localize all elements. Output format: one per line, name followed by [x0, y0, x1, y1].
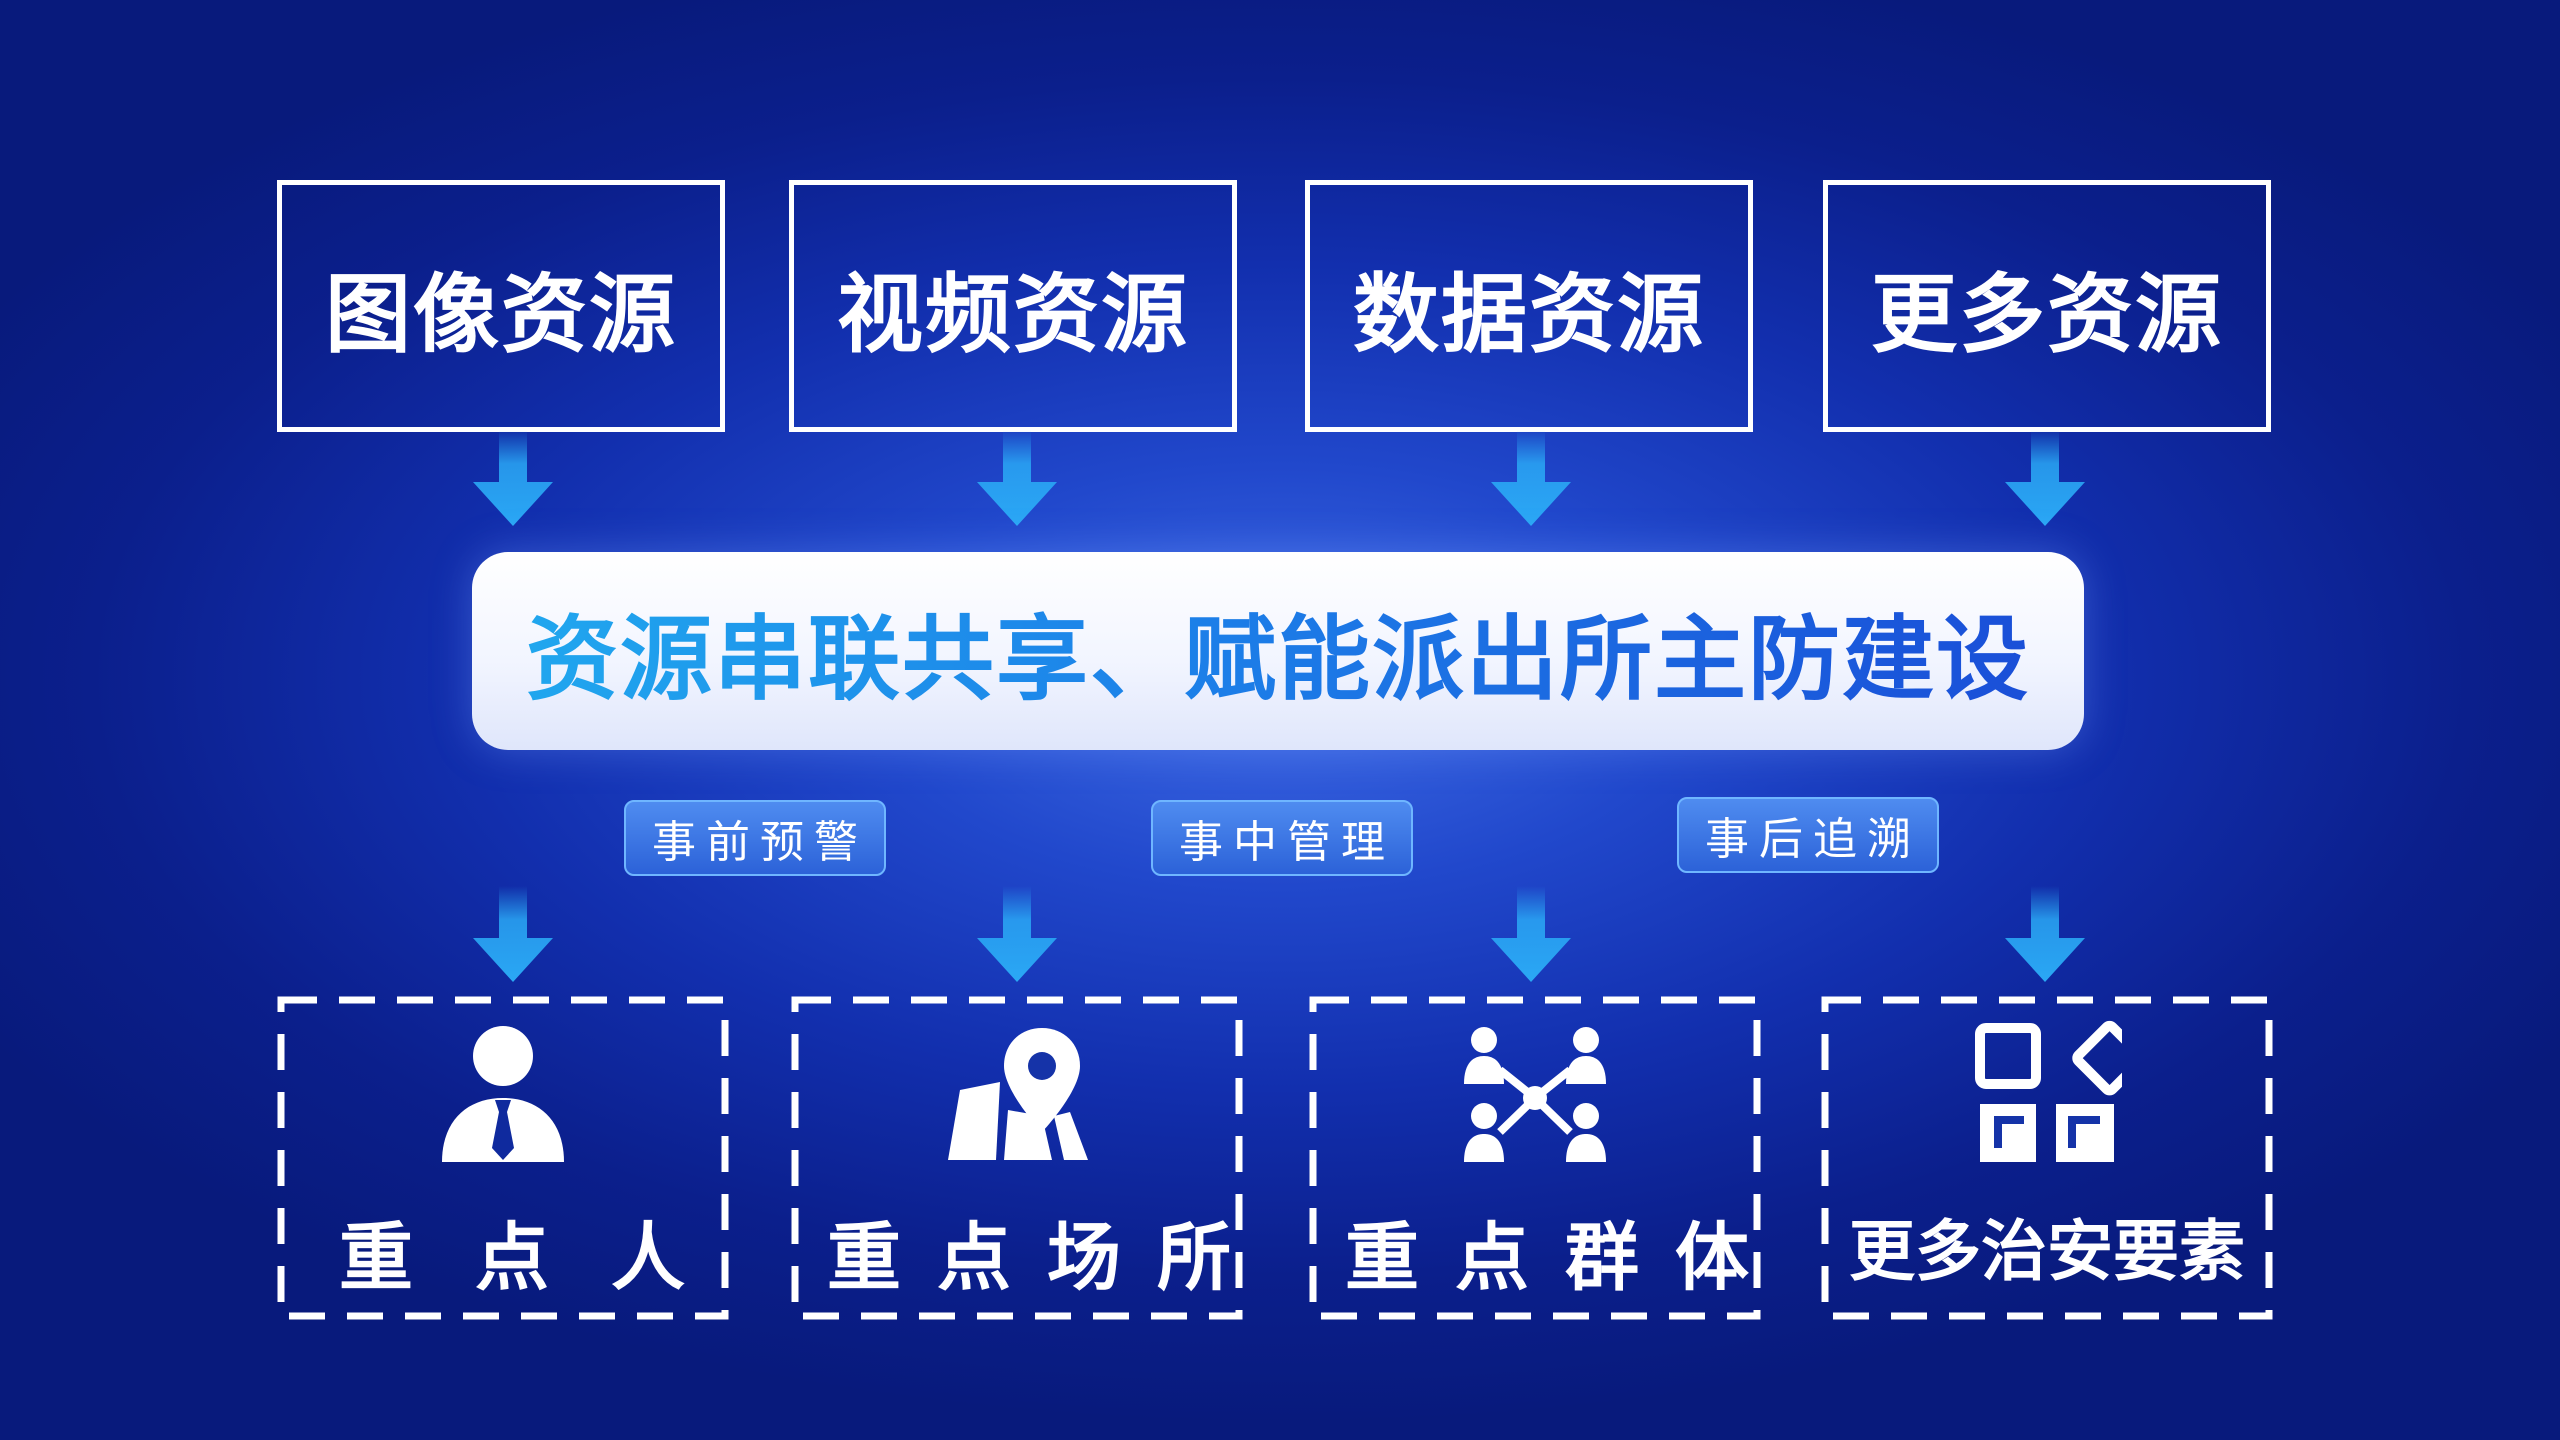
phase-tag-pre: 事前预警: [624, 800, 886, 876]
phase-tag-label: 事前预警: [652, 817, 868, 868]
banner-title: 资源串联共享、赋能派出所主防建设: [526, 585, 2030, 718]
map-location-pin-icon: [948, 1028, 1088, 1160]
element-box-key-group: 重点群体: [1309, 996, 1761, 1320]
element-label: 重点人: [339, 1215, 747, 1301]
dashed-frame: [791, 996, 1243, 1320]
down-arrow-icon: [977, 430, 1057, 526]
person-tie-icon: [442, 1026, 564, 1162]
phase-tag-during: 事中管理: [1151, 800, 1413, 876]
group-network-icon: [1464, 1027, 1606, 1162]
phase-tag-post: 事后追溯: [1677, 797, 1939, 873]
resource-box-video: 视频资源: [789, 180, 1237, 432]
resource-box-image: 图像资源: [277, 180, 725, 432]
element-label: 重点群体: [1345, 1215, 1785, 1301]
down-arrow-icon: [1491, 886, 1571, 982]
resource-label: 数据资源: [1353, 264, 1705, 365]
dashed-frame: [1821, 996, 2273, 1320]
element-box-more-factors: 更多治安要素: [1821, 996, 2273, 1320]
resource-label: 更多资源: [1871, 264, 2223, 365]
element-label: 重点场所: [827, 1215, 1267, 1301]
phase-tag-label: 事后追溯: [1705, 814, 1921, 865]
down-arrow-icon: [977, 886, 1057, 982]
down-arrow-icon: [1491, 430, 1571, 526]
dashed-frame: [277, 996, 729, 1320]
resource-box-data: 数据资源: [1305, 180, 1753, 432]
element-box-key-place: 重点场所: [791, 996, 1243, 1320]
resource-box-more: 更多资源: [1823, 180, 2271, 432]
element-box-key-person: 重点人: [277, 996, 729, 1320]
phase-tag-label: 事中管理: [1179, 817, 1395, 868]
resource-label: 视频资源: [837, 264, 1189, 365]
dashed-frame: [1309, 996, 1761, 1320]
central-banner: 资源串联共享、赋能派出所主防建设: [472, 552, 2084, 750]
down-arrow-icon: [2005, 886, 2085, 982]
down-arrow-icon: [473, 430, 553, 526]
down-arrow-icon: [2005, 430, 2085, 526]
apps-grid-icon: [1975, 1020, 2122, 1162]
resource-label: 图像资源: [325, 264, 677, 365]
element-label: 更多治安要素: [1849, 1213, 2245, 1290]
down-arrow-icon: [473, 886, 553, 982]
